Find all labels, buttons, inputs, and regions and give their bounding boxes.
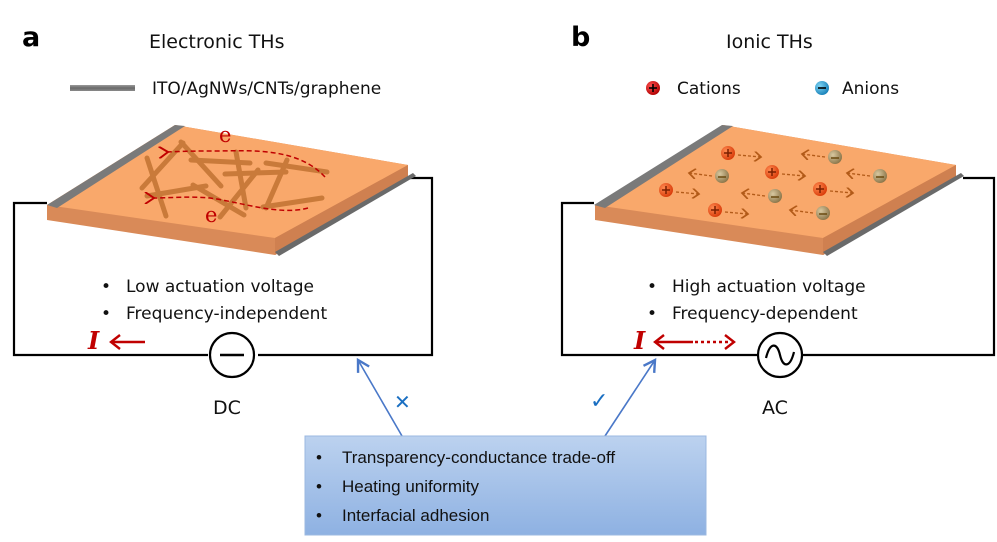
- cation-drift-arrow: [781, 174, 805, 176]
- property-frequency-independent: Frequency-independent: [126, 304, 327, 324]
- challenge-interfacial-adhesion: Interfacial adhesion: [342, 506, 489, 525]
- anion-particle: [873, 169, 887, 183]
- property-frequency-dependent: Frequency-dependent: [672, 304, 858, 324]
- anion-particle: [715, 169, 729, 183]
- cation-particle: [813, 182, 827, 196]
- circuit-wire-right: [803, 176, 996, 357]
- nanowire-network: [139, 139, 330, 220]
- cation-drift-arrow: [829, 191, 853, 193]
- panel-a: a Electronic THs ITO/AgNWs/CNTs/graphene: [12, 22, 434, 419]
- panel-letter-b: b: [571, 22, 590, 53]
- right-electrode: [823, 173, 964, 256]
- nanowire: [188, 157, 253, 166]
- ion-layer: [659, 146, 887, 220]
- left-electrode: [47, 125, 185, 208]
- bullet-marker: •: [647, 277, 657, 297]
- nanowire: [144, 155, 169, 219]
- electron-label-top: e: [219, 123, 231, 147]
- circuit-wire-left: [560, 201, 757, 357]
- connector-arrow-to-ionic: [604, 357, 657, 437]
- ac-source-label: AC: [762, 397, 788, 419]
- nanowire: [217, 167, 261, 220]
- anion-particle: [816, 206, 830, 220]
- cation-drift-arrow: [675, 192, 699, 194]
- nanowire: [263, 160, 330, 175]
- current-arrow-bidirectional: [653, 334, 736, 350]
- cation-legend-icon: [646, 81, 660, 95]
- bullet-marker: •: [101, 304, 111, 324]
- nanowire: [263, 157, 290, 211]
- bullet-marker: •: [647, 304, 657, 324]
- bullet-marker: •: [316, 477, 322, 496]
- panel-letter-a: a: [22, 22, 40, 53]
- anion-drift-arrow: [790, 210, 814, 213]
- film-substrate: [47, 125, 416, 256]
- anion-drift-arrow: [689, 173, 713, 176]
- challenge-transparency-tradeoff: Transparency-conductance trade-off: [342, 448, 615, 467]
- cation-particle: [765, 165, 779, 179]
- dc-source-icon: [208, 331, 256, 379]
- cation-particle: [721, 146, 735, 160]
- nanowire: [139, 140, 186, 191]
- anion-legend-label: Anions: [842, 79, 899, 99]
- challenges-box: • Transparency-conductance trade-off • H…: [304, 435, 707, 536]
- electron-path-bottom: [154, 197, 309, 212]
- anion-drift-arrow: [802, 154, 826, 157]
- ac-source-icon: [756, 331, 804, 379]
- current-arrow-left: [109, 334, 145, 350]
- property-high-voltage: High actuation voltage: [672, 277, 866, 297]
- property-low-voltage: Low actuation voltage: [126, 277, 314, 297]
- panel-b: b Ionic THs Cations Anions • High a: [560, 22, 996, 419]
- check-mark-icon: ✓: [590, 389, 608, 414]
- challenge-heating-uniformity: Heating uniformity: [342, 477, 480, 496]
- nanowire: [178, 139, 224, 189]
- nanowire: [233, 149, 249, 211]
- circuit-wire-left: [12, 201, 208, 357]
- left-electrode: [594, 125, 733, 208]
- circuit-wire-right: [258, 176, 434, 357]
- anion-particle: [828, 150, 842, 164]
- film-substrate: [594, 125, 964, 256]
- anion-drift-arrow: [847, 173, 871, 176]
- cation-legend-label: Cations: [677, 79, 741, 99]
- dc-source-label: DC: [213, 397, 241, 419]
- electron-label-bottom: e: [205, 203, 217, 227]
- current-symbol-a: I: [87, 326, 100, 355]
- electrode-legend-label: ITO/AgNWs/CNTs/graphene: [152, 79, 381, 99]
- cation-particle: [659, 183, 673, 197]
- connector-arrow-to-electronic: [356, 357, 403, 437]
- bullet-marker: •: [316, 506, 322, 525]
- panel-a-title: Electronic THs: [149, 31, 285, 53]
- cross-mark-icon: ✕: [394, 390, 411, 414]
- panel-b-title: Ionic THs: [726, 31, 813, 53]
- current-symbol-b: I: [633, 326, 646, 355]
- anion-particle: [768, 189, 782, 203]
- nanowire: [260, 195, 325, 210]
- bullet-marker: •: [316, 448, 322, 467]
- cation-particle: [708, 203, 722, 217]
- anion-legend-icon: [815, 81, 829, 95]
- anion-drift-arrow: [742, 193, 766, 196]
- electron-path-top: [168, 151, 326, 178]
- cation-drift-arrow: [724, 212, 748, 214]
- bullet-marker: •: [101, 277, 111, 297]
- right-electrode: [275, 173, 416, 256]
- cation-drift-arrow: [737, 155, 761, 157]
- electrode-legend-icon: [70, 85, 135, 91]
